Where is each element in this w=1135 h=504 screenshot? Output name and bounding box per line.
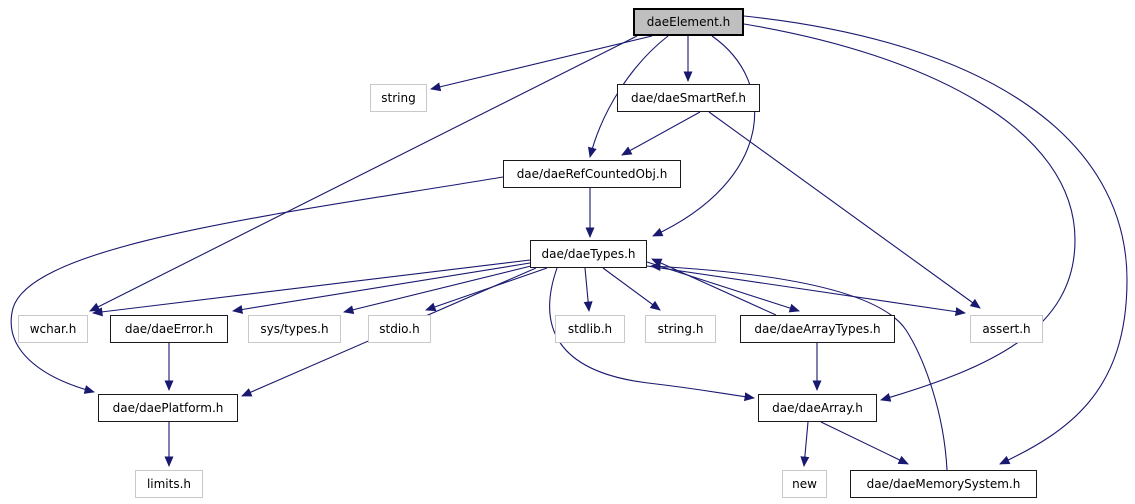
node-systypes[interactable]: sys/types.h: [248, 315, 341, 343]
node-assert[interactable]: assert.h: [970, 315, 1043, 343]
edge-daeTypes-to-assert: [646, 265, 966, 317]
node-daeSmartRef[interactable]: dae/daeSmartRef.h: [617, 84, 760, 112]
node-daePlatform[interactable]: dae/daePlatform.h: [98, 394, 238, 422]
edge-daeElement-to-daeMemorySystem: [743, 15, 1128, 465]
edge-daeSmartRef-to-daeRefCountedObj: [621, 111, 701, 156]
node-wchar[interactable]: wchar.h: [18, 315, 88, 343]
node-new[interactable]: new: [782, 470, 827, 498]
edge-daeTypes-to-daeArray: [549, 267, 755, 402]
edge-daeArray-to-daeMemorySystem: [820, 421, 909, 465]
node-limits[interactable]: limits.h: [135, 470, 203, 498]
node-daeArray[interactable]: dae/daeArray.h: [758, 394, 877, 422]
edge-daeElement-to-daeTypes: [652, 35, 756, 237]
edge-daeTypes-to-wchar: [92, 259, 531, 317]
edge-daeArray-to-new: [800, 421, 810, 467]
edge-daeTypes-to-stringh: [602, 267, 661, 311]
node-daeRefCountedObj[interactable]: dae/daeRefCountedObj.h: [503, 160, 681, 188]
node-daeArrayTypes[interactable]: dae/daeArrayTypes.h: [740, 315, 895, 343]
node-daeElement[interactable]: daeElement.h: [633, 8, 744, 36]
edge-daeRefCountedObj-to-daePlatform: [10, 176, 504, 394]
node-stringh[interactable]: string.h: [645, 315, 716, 343]
edge-daeTypes-to-stdlib: [583, 267, 593, 312]
node-stdio[interactable]: stdio.h: [368, 315, 431, 343]
edge-daeElement-to-daeArray: [743, 23, 1076, 402]
edge-daeArrayTypes-to-daeTypes: [651, 258, 777, 316]
edge-daeSmartRef-to-assert: [708, 111, 981, 309]
node-daeTypes[interactable]: dae/daeTypes.h: [530, 240, 647, 268]
node-daeError[interactable]: dae/daeError.h: [110, 315, 228, 343]
node-stdlib[interactable]: stdlib.h: [555, 315, 625, 343]
edge-daeElement-to-string: [430, 35, 653, 92]
edge-daeElement-to-wchar: [89, 35, 638, 312]
node-daeMemorySystem[interactable]: dae/daeMemorySystem.h: [850, 470, 1037, 498]
node-string[interactable]: string: [370, 84, 427, 112]
edge-daeTypes-to-systypes: [343, 265, 532, 315]
edge-daeMemorySystem-to-daeTypes: [650, 262, 948, 471]
edge-daeTypes-to-daeError: [232, 262, 531, 314]
